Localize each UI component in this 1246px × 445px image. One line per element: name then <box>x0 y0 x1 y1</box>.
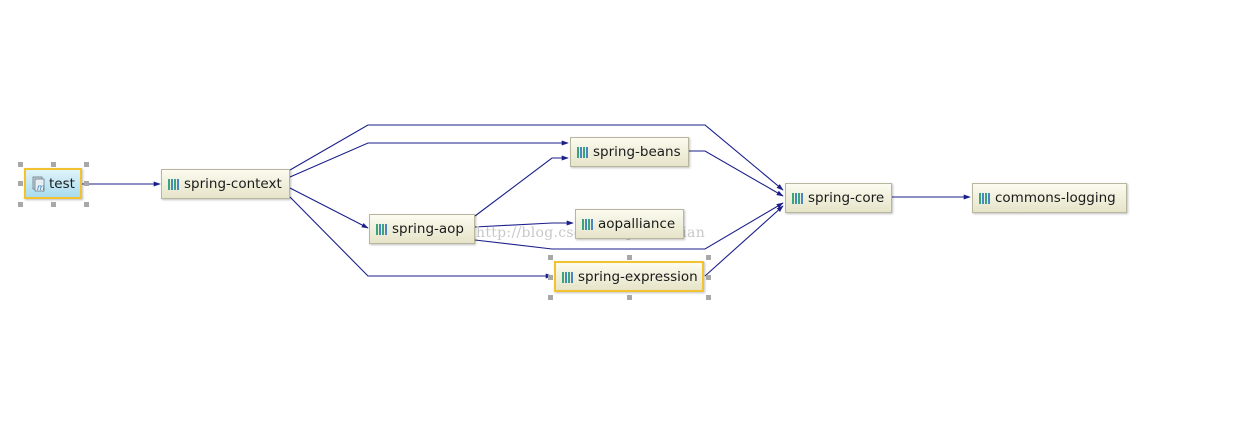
selection-handle[interactable] <box>18 202 23 207</box>
node-spring-core[interactable]: spring-core <box>785 183 892 213</box>
selection-handle[interactable] <box>84 202 89 207</box>
node-commons-logging[interactable]: commons-logging <box>972 183 1127 213</box>
library-icon <box>979 193 990 204</box>
selection-handle[interactable] <box>548 255 553 260</box>
node-label: commons-logging <box>995 190 1116 206</box>
edge-spring-context-to-spring-core <box>289 124 784 191</box>
node-test[interactable]: m test <box>24 168 82 199</box>
selection-handle[interactable] <box>627 255 632 260</box>
node-label: spring-beans <box>593 144 681 160</box>
node-label: aopalliance <box>598 216 676 232</box>
node-aopalliance[interactable]: aopalliance <box>575 209 684 239</box>
node-spring-expression[interactable]: spring-expression <box>554 261 704 292</box>
selection-handle[interactable] <box>18 181 23 186</box>
library-icon <box>577 147 588 158</box>
edge-spring-beans-to-spring-core <box>689 150 784 197</box>
selection-handle[interactable] <box>51 202 56 207</box>
edge-spring-aop-to-aopalliance <box>474 220 574 228</box>
selection-handle[interactable] <box>548 295 553 300</box>
module-icon: m <box>32 176 45 192</box>
node-label: test <box>49 175 75 192</box>
edge-spring-expression-to-spring-core <box>704 205 784 277</box>
selection-handle[interactable] <box>548 275 553 280</box>
node-label: spring-expression <box>578 268 698 285</box>
library-icon <box>168 179 179 190</box>
selection-handle[interactable] <box>706 255 711 260</box>
selection-handle[interactable] <box>706 295 711 300</box>
edge-spring-context-to-spring-expression <box>289 196 553 279</box>
node-spring-context[interactable]: spring-context <box>161 169 290 199</box>
selection-handle[interactable] <box>18 162 23 167</box>
library-icon <box>562 271 573 283</box>
edge-spring-aop-to-spring-beans <box>474 155 569 217</box>
node-label: spring-context <box>184 176 282 192</box>
edge-spring-context-to-spring-beans <box>289 140 569 178</box>
svg-text:m: m <box>37 183 45 192</box>
node-spring-aop[interactable]: spring-aop <box>369 214 475 244</box>
library-icon <box>376 224 387 235</box>
selection-handle[interactable] <box>627 295 632 300</box>
edge-spring-aop-to-spring-core <box>474 202 784 250</box>
library-icon <box>582 219 593 230</box>
library-icon <box>792 193 803 204</box>
edge-spring-context-to-spring-aop <box>289 187 369 229</box>
selection-handle[interactable] <box>84 162 89 167</box>
node-label: spring-aop <box>392 221 465 237</box>
selection-handle[interactable] <box>706 275 711 280</box>
node-spring-beans[interactable]: spring-beans <box>570 137 689 167</box>
selection-handle[interactable] <box>51 162 56 167</box>
selection-handle[interactable] <box>84 181 89 186</box>
node-label: spring-core <box>808 190 885 206</box>
